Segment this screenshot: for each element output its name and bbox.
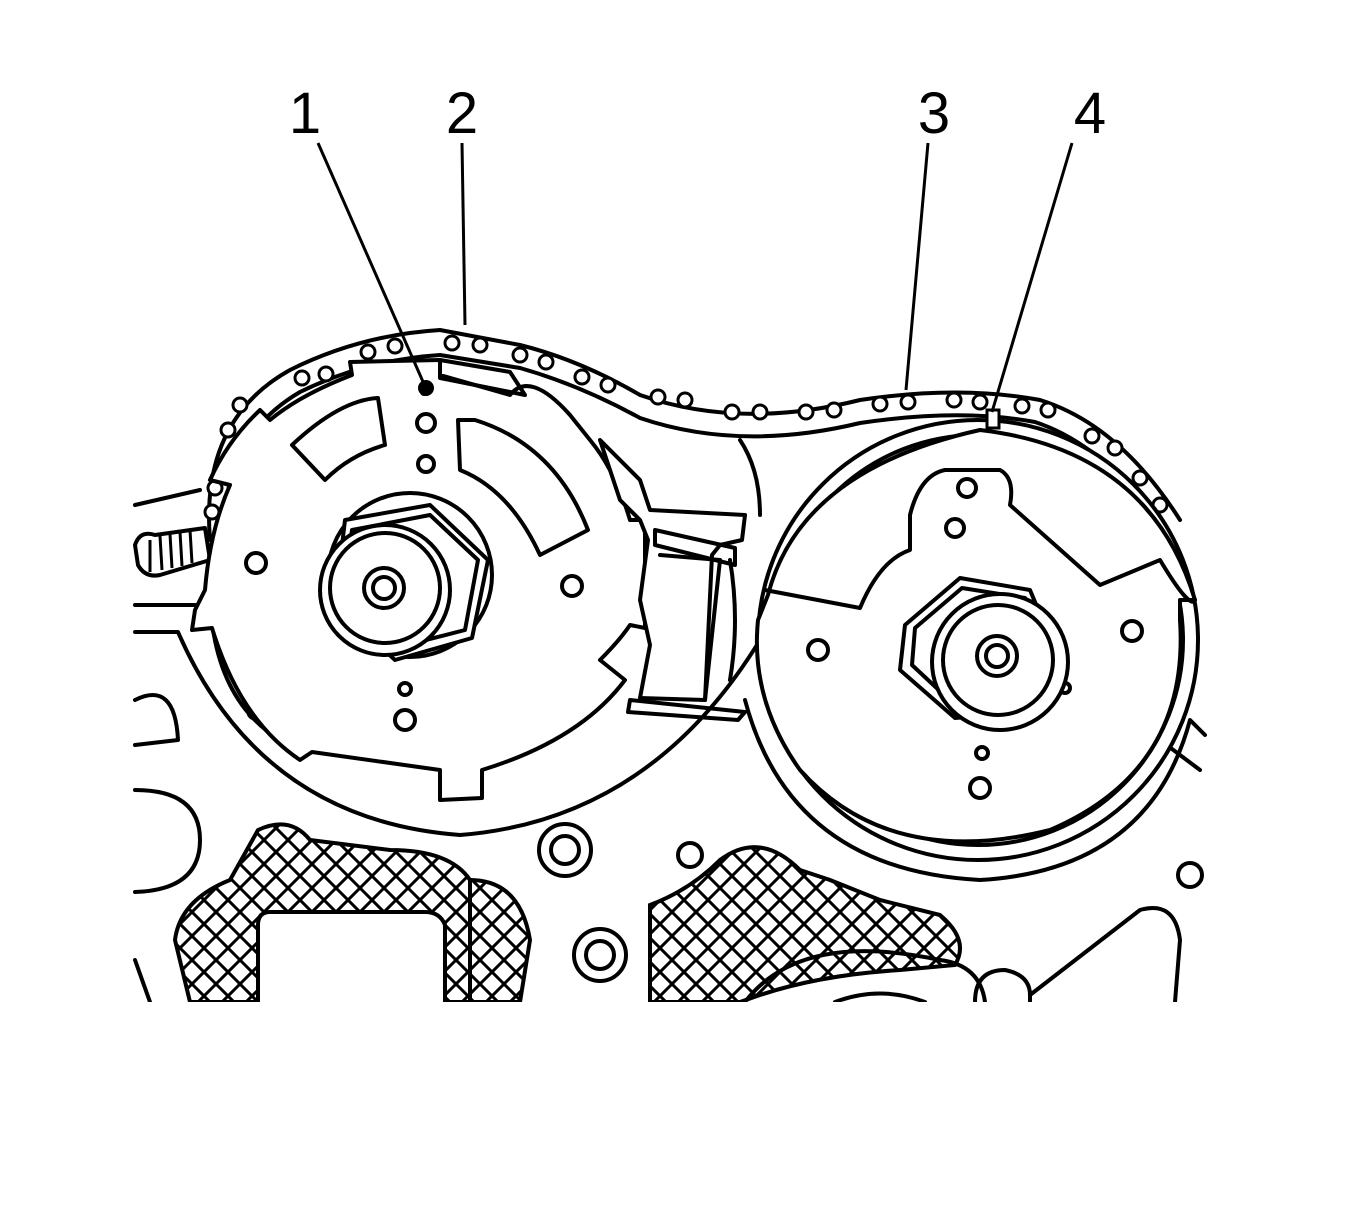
chain-guide (598, 438, 762, 702)
chain-pin (511, 346, 529, 364)
chain-pin (797, 403, 815, 421)
chain-pin (971, 393, 989, 411)
chain-pin (676, 391, 694, 409)
chain-pin (1131, 469, 1149, 487)
chain-pin (825, 401, 843, 419)
chain-pin (359, 343, 377, 361)
leader-line-3 (904, 142, 930, 391)
chain-pin (1106, 439, 1124, 457)
chain-pin (899, 393, 917, 411)
engine-block (133, 488, 1207, 1002)
chain-pin (1039, 401, 1057, 419)
left-camshaft-sprocket (190, 358, 647, 802)
chain-tensioner-spring (133, 526, 212, 578)
chain-pin (443, 334, 461, 352)
chain-pin (1083, 427, 1101, 445)
chain-pin (1013, 397, 1031, 415)
chain-pin (751, 403, 769, 421)
chain-pin (649, 388, 667, 406)
chain-pin (573, 368, 591, 386)
callout-4: 4 (1074, 81, 1106, 146)
chain-pin (231, 396, 249, 414)
leader-lines (316, 142, 1074, 413)
callout-3: 3 (918, 81, 950, 146)
leader-line-1 (316, 142, 426, 385)
chain-pin (317, 365, 335, 383)
chain-pin (293, 369, 311, 387)
chain-pin (537, 353, 555, 371)
callout-2: 2 (446, 81, 478, 146)
leader-line-2 (460, 142, 467, 326)
chain-pin (723, 403, 741, 421)
right-camshaft-sprocket (754, 408, 1200, 862)
leader-line-4 (990, 142, 1074, 413)
chain-pin (471, 336, 489, 354)
chain-pin (599, 376, 617, 394)
chain-pin (386, 337, 404, 355)
chain-pin (945, 391, 963, 409)
chain-pin (219, 421, 237, 439)
callout-1: 1 (289, 81, 321, 146)
chain-pin (871, 395, 889, 413)
